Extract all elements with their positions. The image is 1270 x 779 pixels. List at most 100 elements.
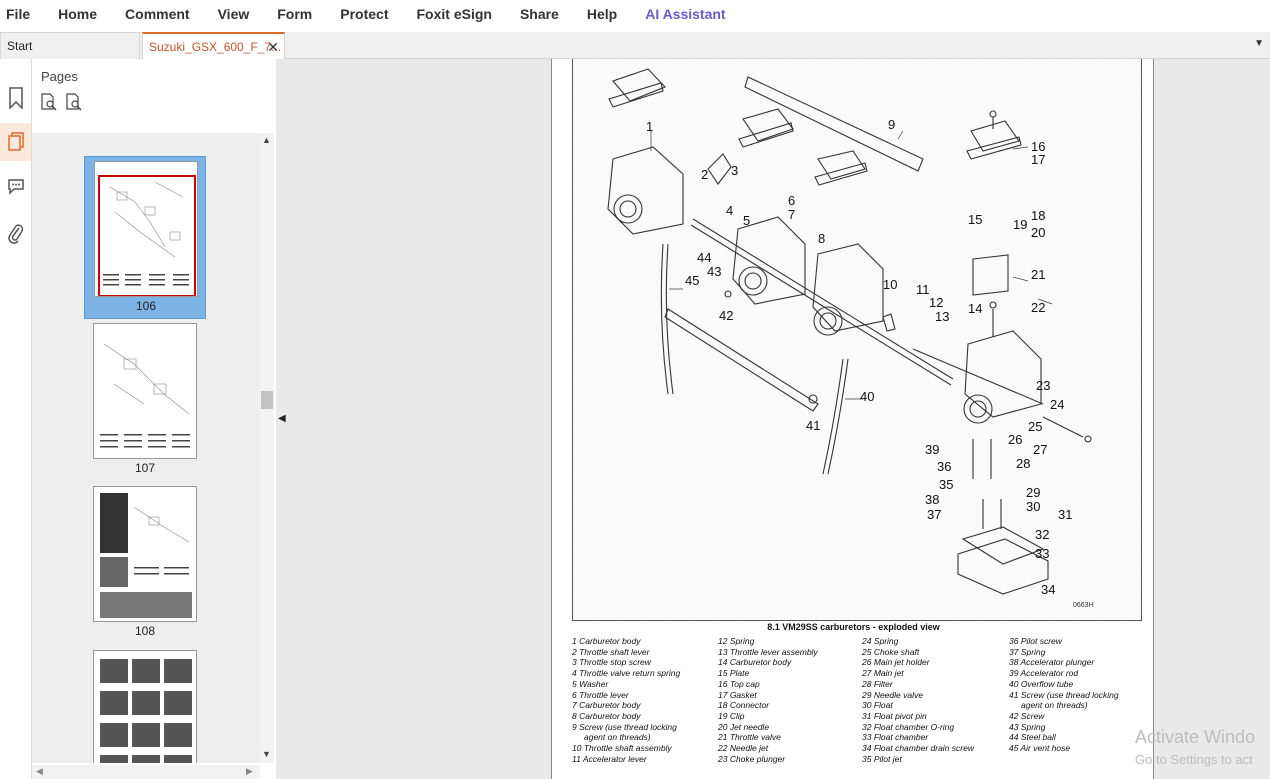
collapse-panel-icon[interactable]: ◀: [278, 413, 286, 424]
callout-23: 23: [1036, 378, 1050, 393]
callout-33: 33: [1035, 546, 1049, 561]
legend-item: 3 Throttle stop screw: [572, 657, 651, 668]
legend-item: 29 Needle valve: [862, 689, 923, 700]
legend-item: 15 Plate: [718, 668, 750, 679]
legend-item: 37 Spring: [1009, 646, 1046, 657]
callout-4: 4: [726, 203, 733, 218]
document-view[interactable]: 1 2 3 4 5 6 7 8 9 10 11 12 13 14 15 16 1: [289, 59, 1270, 779]
callout-39: 39: [925, 442, 939, 457]
page-thumbnail-106[interactable]: 106: [84, 156, 206, 319]
callout-15: 15: [968, 212, 982, 227]
callout-10: 10: [883, 277, 897, 292]
legend-item: 1 Carburetor body: [572, 636, 641, 646]
page-thumbnail-109[interactable]: [84, 648, 206, 763]
page-zoom-out-icon[interactable]: [65, 93, 83, 111]
scroll-right-icon[interactable]: ▶: [246, 766, 253, 776]
scroll-down-icon[interactable]: ▼: [262, 749, 271, 759]
legend-item: 32 Float chamber O-ring: [862, 721, 955, 732]
legend-item: 13 Throttle lever assembly: [718, 646, 818, 657]
legend-item: agent on threads): [584, 732, 651, 743]
menu-file[interactable]: File: [6, 6, 31, 22]
callout-45: 45: [685, 273, 699, 288]
callout-41: 41: [806, 418, 820, 433]
menu-ai-assistant[interactable]: AI Assistant: [645, 6, 726, 22]
legend-item: 33 Float chamber: [862, 732, 929, 743]
legend-item: 23 Choke plunger: [718, 753, 786, 764]
legend-item: 31 Float pivot pin: [862, 710, 927, 721]
page-zoom-in-icon[interactable]: [40, 93, 58, 111]
legend-item: 38 Accelerator plunger: [1009, 657, 1095, 668]
callout-27: 27: [1033, 442, 1047, 457]
legend-item: 4 Throttle valve return spring: [572, 668, 681, 679]
callout-2: 2: [701, 167, 708, 182]
legend-column-4: 36 Pilot screw 37 Spring 38 Accelerator …: [1009, 636, 1119, 754]
callout-19: 19: [1013, 217, 1027, 232]
comment-icon[interactable]: [0, 167, 31, 205]
side-rail: [0, 59, 32, 779]
menu-protect[interactable]: Protect: [340, 6, 389, 22]
legend-item: 45 Air vent hose: [1009, 743, 1071, 754]
legend-item: 22 Needle jet: [718, 743, 769, 754]
legend-item: 35 Pilot jet: [862, 753, 902, 764]
panel-splitter[interactable]: ◀: [276, 59, 289, 779]
legend-item: 30 Float: [862, 700, 893, 711]
scroll-left-icon[interactable]: ◀: [36, 766, 43, 776]
bookmark-icon[interactable]: [0, 79, 31, 117]
scrollbar-thumb[interactable]: [261, 391, 273, 409]
tab-start-label: Start: [7, 39, 33, 53]
legend-item: 40 Overflow tube: [1009, 678, 1074, 689]
legend-item: 20 Jet needle: [718, 721, 770, 732]
callout-18: 18: [1031, 208, 1045, 223]
exploded-view-diagram: 1 2 3 4 5 6 7 8 9 10 11 12 13 14 15 16 1: [572, 59, 1143, 621]
menu-comment[interactable]: Comment: [125, 6, 190, 22]
thumbnails-scrollbar[interactable]: ▲ ▼: [260, 133, 274, 763]
callout-42: 42: [719, 308, 733, 323]
menu-bar: File Home Comment View Form Protect Foxi…: [0, 0, 1270, 28]
activation-watermark-subtitle: Go to Settings to act: [1135, 752, 1253, 767]
callout-28: 28: [1016, 456, 1030, 471]
page-thumbnail-107[interactable]: 107: [84, 321, 206, 481]
tab-start[interactable]: Start: [0, 32, 140, 59]
callout-24: 24: [1050, 397, 1064, 412]
legend-item: 21 Throttle valve: [718, 732, 781, 743]
legend-column-3: 24 Spring 25 Choke shaft 26 Main jet hol…: [862, 636, 974, 764]
callout-40: 40: [860, 389, 874, 404]
callout-32: 32: [1035, 527, 1049, 542]
legend-item: 17 Gasket: [718, 689, 757, 700]
menu-form[interactable]: Form: [277, 6, 313, 22]
callout-25: 25: [1028, 419, 1042, 434]
callout-14: 14: [968, 301, 982, 316]
page-number-label: 106: [135, 299, 157, 313]
menu-home[interactable]: Home: [58, 6, 98, 22]
thumbnails-horizontal-scrollbar[interactable]: ◀ ▶: [32, 765, 260, 779]
callout-7: 7: [788, 207, 795, 222]
tab-document[interactable]: Suzuki_GSX_600_F_7... ✕: [142, 32, 285, 59]
legend-item: 14 Carburetor body: [718, 657, 792, 668]
legend-item: 36 Pilot screw: [1009, 636, 1062, 646]
callout-34: 34: [1041, 582, 1055, 597]
callout-5: 5: [743, 213, 750, 228]
attachment-icon[interactable]: [0, 215, 31, 253]
callout-29: 29: [1026, 485, 1040, 500]
menu-help[interactable]: Help: [586, 6, 618, 22]
page-preview: [93, 650, 197, 763]
menu-view[interactable]: View: [217, 6, 250, 22]
menu-share[interactable]: Share: [519, 6, 559, 22]
legend-item: agent on threads): [1021, 700, 1088, 711]
menu-foxit-esign[interactable]: Foxit eSign: [416, 6, 492, 22]
figure-caption: 8.1 VM29SS carburetors - exploded view: [767, 622, 940, 632]
close-icon[interactable]: ✕: [267, 39, 279, 55]
callout-43: 43: [707, 264, 721, 279]
page-thumbnail-108[interactable]: 108: [84, 484, 206, 644]
page-preview: [94, 161, 198, 297]
legend-item: 18 Connector: [718, 700, 770, 711]
tab-list-dropdown-icon[interactable]: ▼: [1254, 38, 1264, 49]
callout-17: 17: [1031, 152, 1045, 167]
activation-watermark: Activate Windo: [1135, 727, 1256, 747]
callout-38: 38: [925, 492, 939, 507]
pages-icon[interactable]: [0, 123, 31, 161]
page-preview: [93, 323, 197, 459]
callout-30: 30: [1026, 499, 1040, 514]
scroll-up-icon[interactable]: ▲: [262, 135, 271, 145]
legend-item: 2 Throttle shaft lever: [572, 646, 650, 657]
